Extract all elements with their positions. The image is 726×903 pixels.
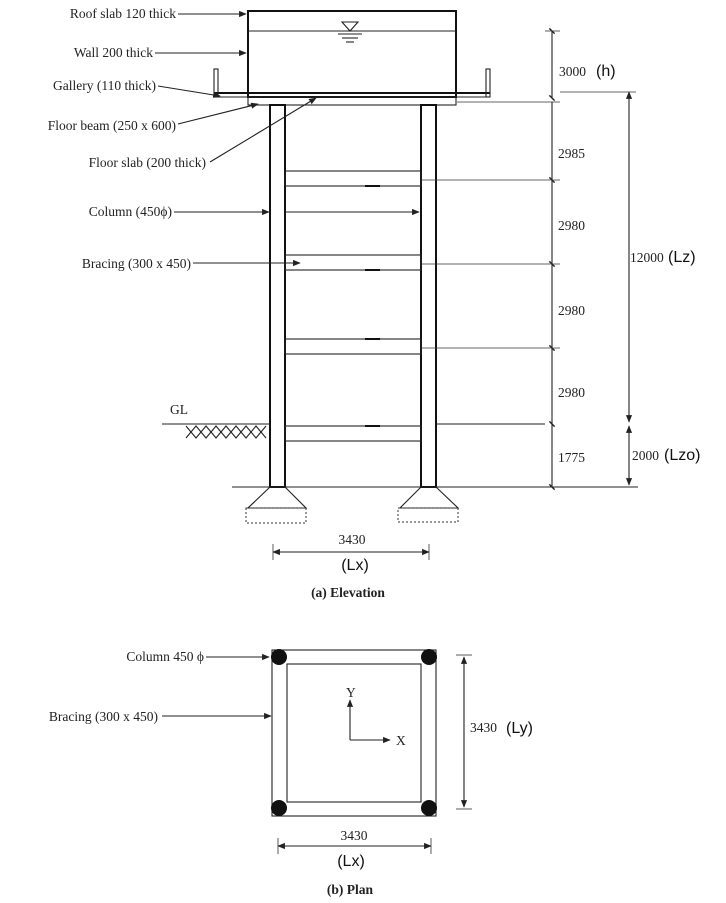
- label-floor-slab: Floor slab (200 thick): [89, 155, 206, 170]
- plan-column-top-left: [271, 649, 287, 665]
- dim-foundation-depth-symbol: (Lzo): [664, 447, 700, 464]
- label-ground-level: GL: [170, 402, 188, 417]
- dim-panel-2: 2980: [558, 218, 585, 233]
- plan-dim-depth-symbol: (Ly): [506, 720, 533, 737]
- bracing-level-1: [284, 170, 422, 187]
- plan-bracing-inner: [286, 663, 422, 803]
- plan-dim-width: 3430: [341, 828, 368, 843]
- bracing-level-2: [284, 254, 422, 271]
- plan-columns: [271, 649, 437, 816]
- dim-foundation-depth: 2000: [632, 448, 659, 463]
- dim-panel-3: 2980: [558, 303, 585, 318]
- tank-wall-outline: [247, 10, 457, 98]
- column-left: [269, 104, 286, 488]
- label-wall: Wall 200 thick: [74, 45, 153, 60]
- label-gallery: Gallery (110 thick): [53, 78, 156, 93]
- water-level-icon: [338, 21, 362, 43]
- tank-container: [213, 10, 491, 106]
- dim-panel-bottom: 1775: [558, 450, 585, 465]
- column-right: [420, 104, 437, 488]
- dimension-lines: [272, 27, 636, 560]
- dim-staging-height: 12000: [630, 250, 664, 265]
- elevation-view: Roof slab 120 thick Wall 200 thick Galle…: [48, 6, 701, 600]
- dim-column-spacing: 3430: [339, 532, 366, 547]
- plan-axes-icon: [346, 699, 391, 744]
- caption-elevation: (a) Elevation: [311, 585, 385, 600]
- plan-label-column: Column 450 ϕ: [126, 649, 204, 664]
- dim-panel-4: 2980: [558, 385, 585, 400]
- plan-dim-depth: 3430: [470, 720, 497, 735]
- dim-staging-height-symbol: (Lz): [668, 249, 696, 266]
- ground: [162, 423, 638, 488]
- floor-slab: [247, 96, 457, 106]
- plan-dim-width-symbol: (Lx): [337, 853, 365, 870]
- plan-view: Y X Column 450 ϕ Bracing (300 x 450) 343…: [49, 649, 533, 897]
- footing-right: [398, 486, 460, 509]
- caption-plan: (b) Plan: [327, 882, 374, 897]
- dim-tank-height: 3000: [559, 64, 586, 79]
- columns: [269, 104, 437, 488]
- label-floor-beam: Floor beam (250 x 600): [48, 118, 176, 133]
- footings: [245, 486, 460, 524]
- label-roof-slab: Roof slab 120 thick: [70, 6, 176, 21]
- dim-panel-1: 2985: [558, 146, 585, 161]
- dim-tank-height-symbol: (h): [596, 63, 616, 80]
- plan-bracing-outer: [271, 649, 437, 817]
- plan-column-bottom-right: [421, 800, 437, 816]
- footing-left: [246, 486, 308, 509]
- label-bracing: Bracing (300 x 450): [82, 256, 191, 271]
- gallery-railing-right: [485, 68, 491, 98]
- plan-label-bracing: Bracing (300 x 450): [49, 709, 158, 724]
- dim-column-spacing-symbol: (Lx): [341, 557, 369, 574]
- plan-axis-y: Y: [346, 685, 356, 700]
- label-column: Column (450ϕ): [89, 204, 172, 219]
- ground-hatch-icon: [185, 425, 267, 439]
- bracing-level-4: [284, 425, 422, 442]
- plan-column-top-right: [421, 649, 437, 665]
- plan-column-bottom-left: [271, 800, 287, 816]
- bracing-level-3: [284, 338, 422, 355]
- plan-axis-x: X: [396, 733, 406, 748]
- leader-lines: [155, 10, 420, 267]
